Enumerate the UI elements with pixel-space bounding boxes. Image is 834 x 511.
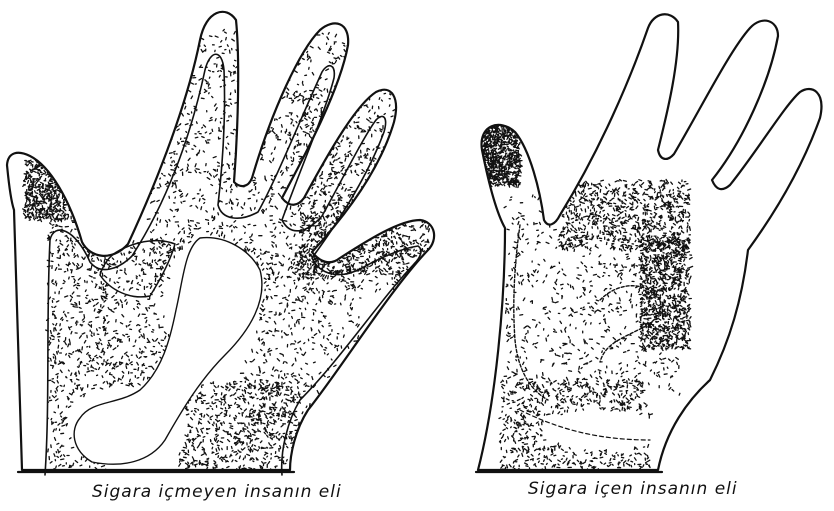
right-hand-stipple — [478, 122, 693, 471]
left-caption: Sigara içmeyen insanın eli — [92, 482, 342, 502]
stipple-dots — [478, 122, 693, 471]
right-caption: Sigara içen insanın eli — [528, 479, 738, 499]
